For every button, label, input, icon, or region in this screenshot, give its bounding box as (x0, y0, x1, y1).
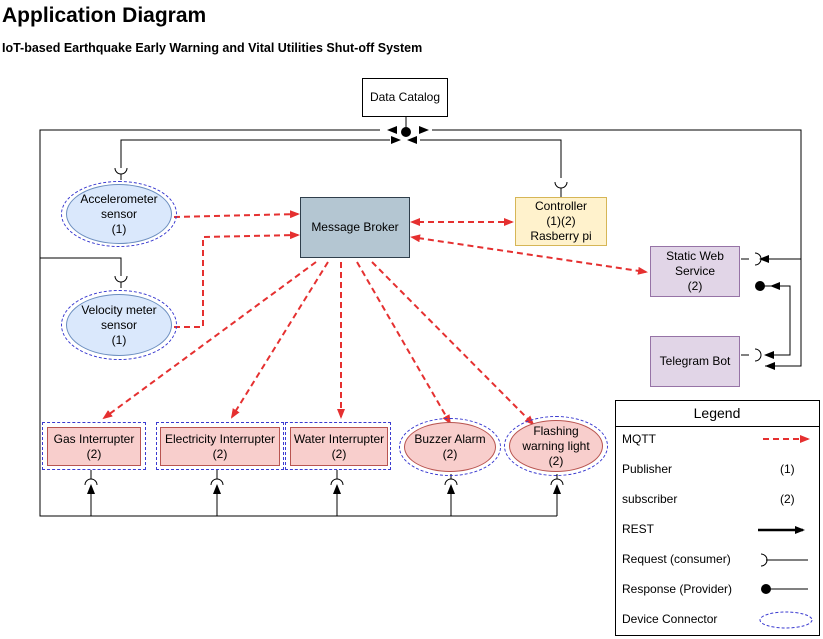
controller-line1: Controller (534, 199, 587, 213)
legend-response-icon (761, 584, 808, 594)
legend-request-icon (760, 553, 808, 567)
accelerometer-line3: (1) (111, 221, 127, 236)
web-service-line2: Service (674, 264, 715, 278)
diagram-subtitle: IoT-based Earthquake Early Warning and V… (2, 41, 423, 55)
accelerometer-connector (61, 181, 177, 247)
legend-rest-label: REST (622, 522, 655, 536)
legend-box (615, 400, 820, 636)
legend-response-label: Response (Provider) (622, 582, 733, 596)
buzzer-alarm-node: Buzzer Alarm (2) (404, 422, 496, 472)
web-service-line1: Static Web (666, 249, 724, 263)
accelerometer-sensor-node: Accelerometer sensor (1) (66, 184, 172, 244)
gas-connector (42, 422, 146, 470)
flashing-connector (504, 416, 608, 476)
accelerometer-socket (114, 167, 128, 175)
webservice-socket (754, 252, 762, 266)
buzzer-connector (399, 418, 501, 476)
telegram-socket (754, 348, 762, 362)
water-line1: Water Interrupter (293, 431, 385, 446)
diagram-title: Application Diagram (2, 4, 207, 27)
controller-socket (554, 181, 568, 189)
velocity-sensor-node: Velocity meter sensor (1) (66, 294, 172, 356)
message-broker-node: Message Broker (300, 197, 410, 258)
accelerometer-line1: Accelerometer (80, 191, 158, 206)
water-connector (285, 422, 391, 470)
data-catalog-node: Data Catalog (362, 78, 448, 117)
electricity-line1: Electricity Interrupter (164, 431, 276, 446)
telegram-bot-label: Telegram Bot (659, 354, 731, 368)
legend-publisher-label: Publisher (622, 462, 673, 476)
controller-line3: Rasberry pi (530, 229, 592, 243)
legend-publisher-value: (1) (780, 462, 795, 476)
static-web-service-node: Static Web Service (2) (650, 246, 740, 297)
legend-title: Legend (615, 400, 819, 427)
velocity-line1: Velocity meter (81, 302, 157, 317)
catalog-response-dot (401, 127, 411, 137)
flashing-line3: (2) (548, 453, 564, 468)
flashing-line1: Flashing (533, 423, 579, 438)
velocity-line2: sensor (100, 317, 138, 332)
legend-request-label: Request (consumer) (622, 552, 731, 566)
water-line2: (2) (331, 446, 347, 461)
gas-interrupter-node: Gas Interrupter (2) (47, 427, 141, 466)
controller-node: Controller (1)(2) Rasberry pi (515, 197, 607, 246)
telegram-bot-node: Telegram Bot (650, 336, 740, 387)
buzzer-line2: (2) (442, 447, 458, 461)
legend-connector-label: Device Connector (622, 612, 718, 626)
buzzer-line1: Buzzer Alarm (414, 432, 486, 446)
webservice-response-dot (755, 281, 765, 291)
gas-line2: (2) (86, 446, 102, 461)
velocity-connector (61, 290, 177, 360)
legend-connector-icon (759, 611, 813, 629)
electricity-connector (156, 422, 284, 470)
electricity-line2: (2) (212, 446, 228, 461)
flashing-warning-light-node: Flashing warning light (2) (509, 420, 603, 472)
flashing-line2: warning light (522, 438, 590, 453)
legend-mqtt-label: MQTT (622, 432, 656, 446)
legend-subscriber-value: (2) (780, 492, 795, 506)
data-catalog-label: Data Catalog (369, 90, 441, 104)
electricity-interrupter-node: Electricity Interrupter (2) (160, 427, 280, 466)
water-interrupter-node: Water Interrupter (2) (290, 427, 388, 466)
legend-subscriber-label: subscriber (622, 492, 678, 506)
gas-line1: Gas Interrupter (53, 431, 135, 446)
accelerometer-line2: sensor (100, 206, 138, 221)
controller-line2: (1)(2) (546, 214, 576, 228)
web-service-line3: (2) (687, 279, 703, 293)
velocity-socket (114, 275, 128, 283)
message-broker-label: Message Broker (311, 220, 399, 234)
velocity-line3: (1) (111, 332, 127, 347)
